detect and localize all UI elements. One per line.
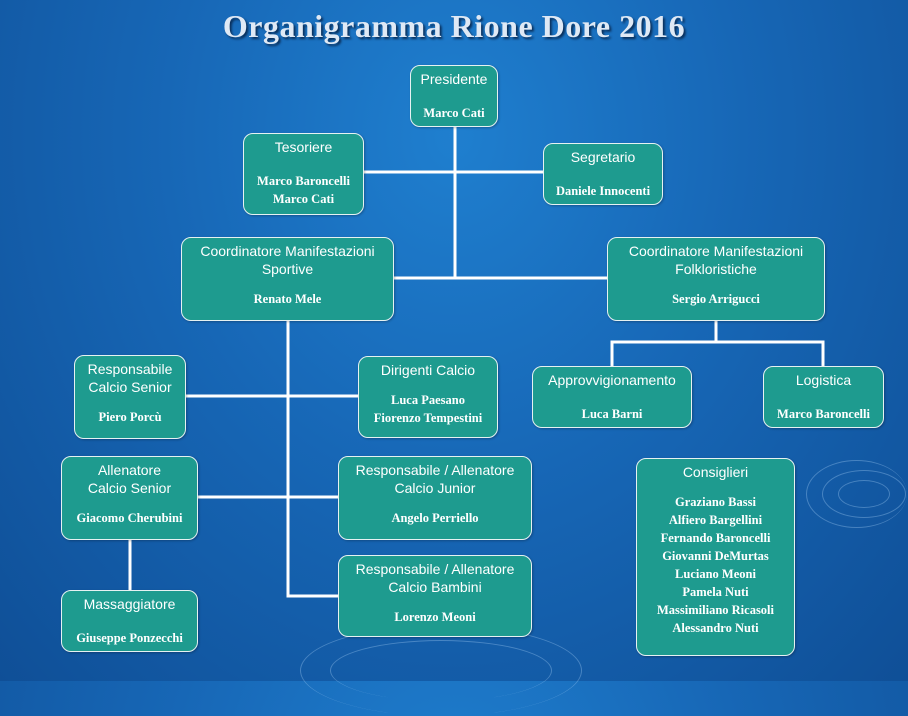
- chart-title: Organigramma Rione Dore 2016: [222, 8, 686, 44]
- role-label: Approvvigionamento: [548, 372, 676, 388]
- person-name: Giuseppe Ponzecchi: [76, 631, 183, 645]
- person-name: Angelo Perriello: [391, 511, 479, 525]
- person-name: Piero Porcù: [98, 410, 162, 424]
- person-name: Graziano Bassi: [675, 495, 756, 509]
- person-name: Daniele Innocenti: [555, 184, 651, 198]
- box-massaggiatore: Massaggiatore Giuseppe Ponzecchi: [61, 590, 198, 652]
- role-label: Consiglieri: [682, 464, 749, 480]
- person-list: Luca Paesano Fiorenzo Tempestini: [374, 391, 482, 427]
- person-name: Luca Paesano: [391, 393, 465, 407]
- person-list: Luca Barni: [582, 405, 643, 423]
- person-name: Alessandro Nuti: [672, 621, 759, 635]
- person-name: Lorenzo Meoni: [394, 610, 476, 624]
- box-dirigenti-calcio: Dirigenti Calcio Luca Paesano Fiorenzo T…: [358, 356, 498, 438]
- role-label: Tesoriere: [274, 139, 333, 155]
- box-responsabile-calcio-junior: Responsabile / Allenatore Calcio Junior …: [338, 456, 532, 540]
- person-name: Pamela Nuti: [682, 585, 749, 599]
- person-list: Sergio Arrigucci: [672, 290, 760, 308]
- person-list: Lorenzo Meoni: [394, 608, 475, 626]
- person-name: Renato Mele: [253, 292, 322, 306]
- person-name: Luciano Meoni: [675, 567, 756, 581]
- box-presidente: Presidente Marco Cati: [410, 65, 498, 127]
- box-segretario: Segretario Daniele Innocenti: [543, 143, 663, 205]
- person-name: Giacomo Cherubini: [76, 511, 183, 525]
- person-name: Alfiero Bargellini: [668, 513, 763, 527]
- person-list: Daniele Innocenti: [556, 182, 650, 200]
- role-label: Logistica: [795, 372, 852, 388]
- box-coordinatore-folkloristiche: Coordinatore Manifestazioni Folkloristic…: [607, 237, 825, 321]
- box-logistica: Logistica Marco Baroncelli: [763, 366, 884, 428]
- person-list: Marco Cati: [423, 104, 484, 122]
- person-name: Marco Baroncelli: [257, 174, 350, 188]
- box-allenatore-calcio-senior: Allenatore Calcio Senior Giacomo Cherubi…: [61, 456, 198, 540]
- role-label: Responsabile Calcio Senior: [87, 361, 173, 395]
- role-label: Presidente: [420, 71, 488, 87]
- person-list: Giacomo Cherubini: [77, 509, 183, 527]
- person-list: Giuseppe Ponzecchi: [76, 629, 183, 647]
- person-list: Renato Mele: [254, 290, 322, 308]
- role-label: Responsabile / Allenatore Calcio Bambini: [355, 561, 515, 595]
- role-label: Coordinatore Manifestazioni Sportive: [200, 243, 375, 277]
- box-consiglieri: Consiglieri Graziano Bassi Alfiero Barge…: [636, 458, 795, 656]
- person-name: Giovanni DeMurtas: [662, 549, 769, 563]
- role-label: Massaggiatore: [83, 596, 176, 612]
- person-name: Marco Baroncelli: [777, 407, 870, 421]
- role-label: Allenatore Calcio Senior: [87, 462, 172, 496]
- box-responsabile-calcio-senior: Responsabile Calcio Senior Piero Porcù: [74, 355, 186, 439]
- box-responsabile-calcio-bambini: Responsabile / Allenatore Calcio Bambini…: [338, 555, 532, 637]
- box-coordinatore-sportive: Coordinatore Manifestazioni Sportive Ren…: [181, 237, 394, 321]
- person-list: Graziano Bassi Alfiero Bargellini Fernan…: [657, 493, 774, 637]
- person-name: Fiorenzo Tempestini: [373, 411, 483, 425]
- person-list: Angelo Perriello: [391, 509, 478, 527]
- person-list: Marco Baroncelli: [777, 405, 870, 423]
- person-name: Fernando Baroncelli: [660, 531, 771, 545]
- person-name: Marco Cati: [272, 192, 335, 206]
- box-tesoriere: Tesoriere Marco Baroncelli Marco Cati: [243, 133, 364, 215]
- role-label: Segretario: [570, 149, 636, 165]
- box-approvvigionamento: Approvvigionamento Luca Barni: [532, 366, 692, 428]
- person-name: Sergio Arrigucci: [672, 292, 760, 306]
- role-label: Responsabile / Allenatore Calcio Junior: [355, 462, 515, 496]
- person-list: Piero Porcù: [98, 408, 161, 426]
- person-name: Luca Barni: [581, 407, 643, 421]
- ripple-decoration: [806, 460, 907, 528]
- person-name: Massimiliano Ricasoli: [656, 603, 775, 617]
- ripple-decoration: [300, 625, 582, 716]
- role-label: Dirigenti Calcio: [380, 362, 476, 378]
- person-list: Marco Baroncelli Marco Cati: [257, 172, 350, 208]
- role-label: Coordinatore Manifestazioni Folkloristic…: [628, 243, 804, 277]
- person-name: Marco Cati: [423, 106, 485, 120]
